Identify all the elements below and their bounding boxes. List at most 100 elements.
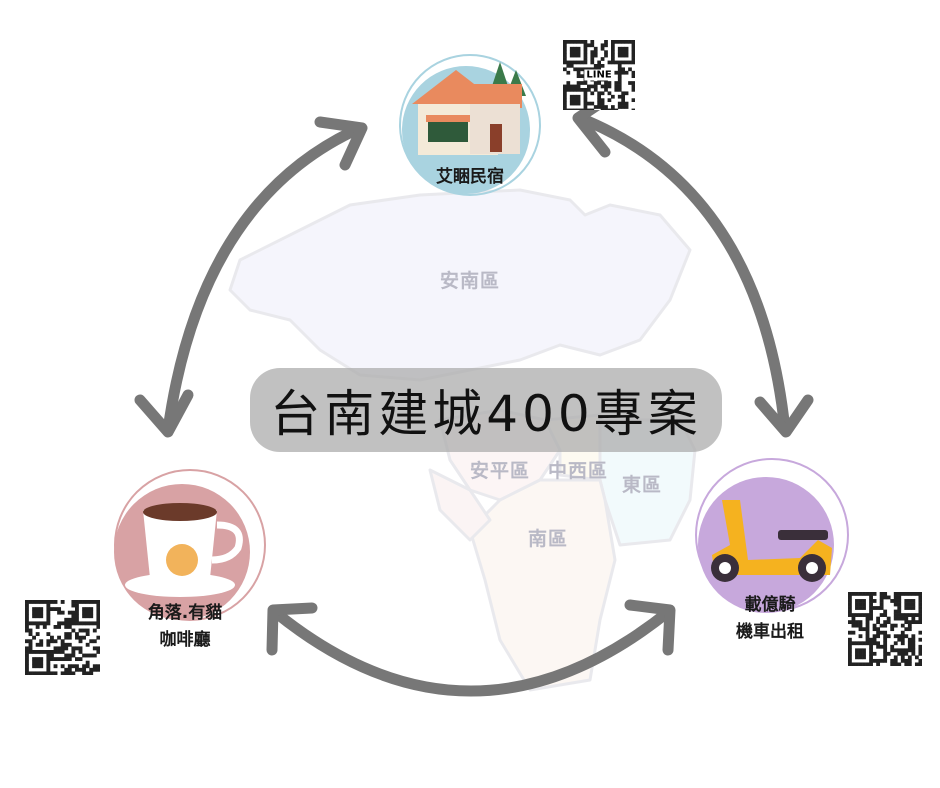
qr-module: [89, 610, 94, 615]
qr-module: [576, 84, 581, 89]
qr-module: [918, 651, 923, 656]
qr-module: [28, 621, 33, 626]
qr-module: [563, 88, 567, 92]
qr-module: [869, 641, 873, 646]
qr-module: [569, 50, 574, 55]
qr-module: [858, 602, 863, 607]
qr-code-right[interactable]: [848, 592, 923, 667]
qr-module: [590, 40, 595, 44]
qr-module: [569, 108, 574, 113]
arrowhead: [314, 116, 368, 171]
qr-module: [862, 627, 866, 632]
qr-module: [855, 662, 859, 667]
qr-module: [75, 614, 79, 619]
qr-module: [25, 671, 29, 676]
qr-module: [96, 607, 101, 612]
qr-module: [611, 108, 615, 113]
qr-module: [611, 57, 615, 61]
qr-module: [35, 600, 40, 604]
qr-module: [600, 101, 605, 106]
qr-module: [576, 101, 581, 106]
qr-module: [590, 108, 595, 113]
qr-module: [85, 628, 90, 633]
qr-module: [872, 658, 877, 663]
qr-module: [25, 614, 29, 619]
qr-module: [28, 600, 33, 604]
qr-module: [580, 67, 584, 72]
qr-module: [64, 625, 69, 629]
qr-module: [897, 637, 902, 642]
qr-module: [600, 43, 605, 48]
qr-code-left[interactable]: [25, 600, 101, 676]
qr-module: [82, 653, 87, 658]
qr-module: [918, 644, 923, 649]
qr-module: [576, 88, 581, 92]
qr-module: [587, 101, 591, 106]
qr-module: [39, 660, 44, 665]
qr-module: [583, 43, 588, 48]
qr-module: [78, 657, 83, 662]
qr-module: [46, 600, 51, 604]
qr-module: [46, 610, 51, 615]
qr-module: [587, 43, 591, 48]
qr-module: [604, 53, 608, 58]
qr-module: [883, 658, 888, 663]
qr-code-icon: [848, 592, 923, 667]
qr-module: [597, 94, 602, 99]
qr-module: [71, 603, 76, 608]
qr-module: [855, 592, 859, 596]
qr-module: [862, 641, 866, 646]
qr-module: [28, 639, 33, 644]
qr-module: [858, 634, 863, 639]
qr-module: [617, 77, 622, 82]
qr-module: [590, 60, 595, 65]
qr-module: [75, 621, 79, 626]
arrowhead: [134, 389, 194, 438]
qr-module: [869, 651, 873, 656]
qr-module: [848, 658, 852, 663]
qr-code-top[interactable]: LINE: [563, 40, 636, 113]
qr-module: [900, 630, 905, 635]
qr-module: [872, 592, 877, 596]
qr-module: [35, 642, 40, 647]
qr-module: [569, 88, 574, 92]
map-label-westcentral: 中西區: [548, 460, 609, 482]
qr-module: [28, 642, 33, 647]
qr-module: [879, 599, 884, 603]
qr-module: [893, 609, 898, 614]
qr-module: [911, 648, 916, 653]
qr-module: [39, 642, 44, 647]
qr-module: [855, 599, 859, 603]
qr-module: [904, 658, 909, 663]
qr-module: [71, 610, 76, 615]
qr-module: [583, 40, 588, 44]
qr-module: [631, 43, 636, 48]
qr-module: [621, 60, 626, 65]
qr-module: [897, 606, 902, 610]
qr-module: [900, 651, 905, 656]
qr-module: [25, 603, 29, 608]
qr-module: [85, 607, 90, 612]
qr-module: [25, 667, 29, 672]
qr-module: [576, 40, 581, 44]
qr-module: [563, 43, 567, 48]
qr-module: [64, 657, 69, 662]
qr-module: [904, 602, 909, 607]
qr-module: [85, 600, 90, 604]
qr-module: [904, 599, 909, 603]
qr-module: [879, 592, 884, 596]
qr-module: [879, 613, 884, 617]
qr-module: [600, 46, 605, 51]
qr-module: [35, 660, 40, 665]
qr-module: [914, 662, 919, 667]
qr-module: [569, 46, 574, 51]
qr-module: [869, 655, 873, 660]
qr-module: [35, 664, 40, 669]
qr-module: [573, 98, 578, 103]
qr-module: [621, 98, 626, 103]
map-coast: [428, 468, 492, 542]
qr-module: [604, 50, 608, 55]
qr-module: [35, 625, 40, 629]
qr-module: [42, 621, 47, 626]
qr-module: [60, 646, 65, 651]
